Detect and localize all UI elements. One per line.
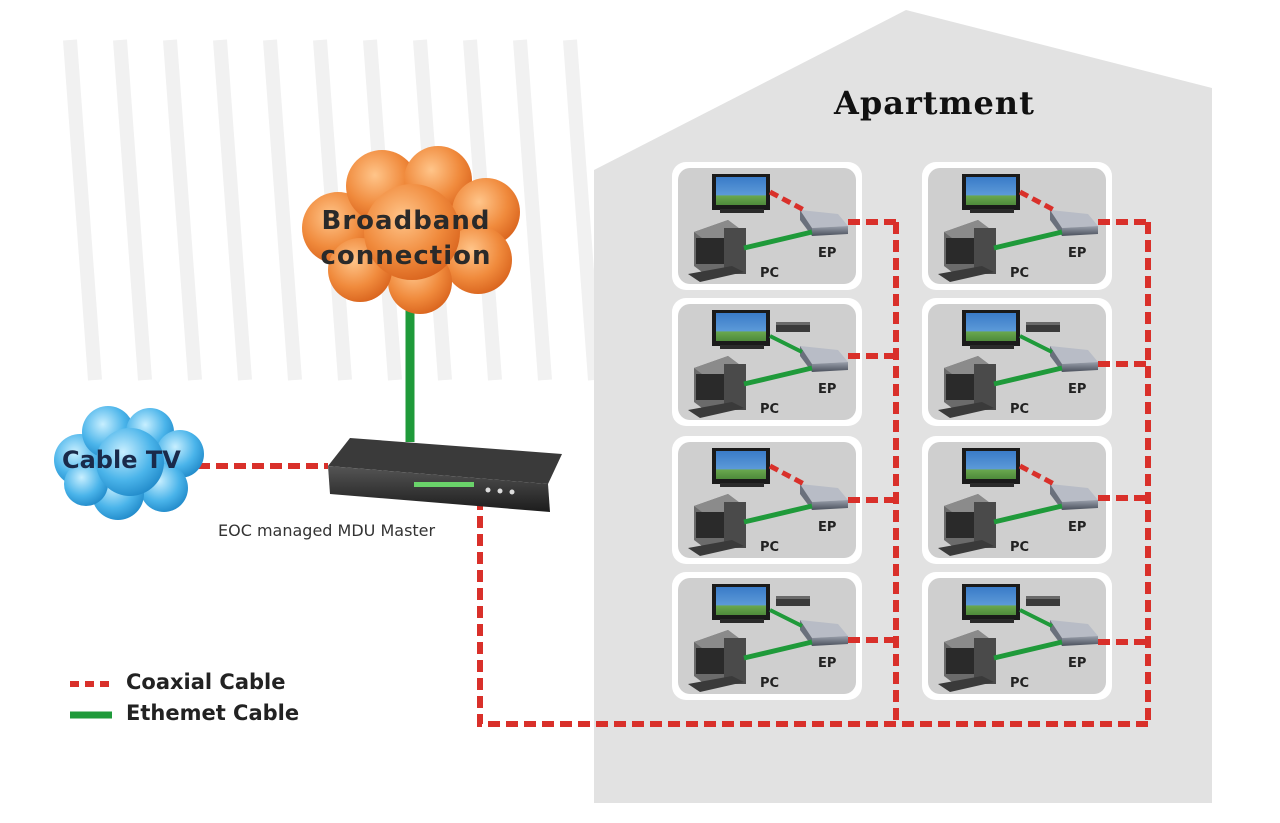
broadband-cloud-icon xyxy=(302,146,520,314)
pc-label: PC xyxy=(760,540,780,555)
legend-coax-label: Coaxial Cable xyxy=(126,670,286,694)
pc-label: PC xyxy=(760,402,780,417)
legend-ethernet-label: Ethemet Cable xyxy=(126,701,300,725)
cable-tv-cloud-icon xyxy=(54,406,204,520)
cable-tv-label: Cable TV xyxy=(62,446,181,474)
pc-label: PC xyxy=(760,266,780,281)
mdu-master-label: EOC managed MDU Master xyxy=(218,521,436,540)
pc-label: PC xyxy=(1010,266,1030,281)
ep-label: EP xyxy=(1068,520,1087,535)
ep-label: EP xyxy=(818,246,837,261)
ep-label: EP xyxy=(818,520,837,535)
ep-label: EP xyxy=(1068,382,1087,397)
pc-label: PC xyxy=(1010,402,1030,417)
broadband-label-line2: connection xyxy=(320,241,492,271)
coaxial-cable-network xyxy=(198,219,1151,727)
mdu-master-device-icon xyxy=(328,438,562,512)
ep-label: EP xyxy=(818,656,837,671)
ep-label: EP xyxy=(818,382,837,397)
broadband-label-line1: Broadband xyxy=(321,206,491,236)
pc-label: PC xyxy=(760,676,780,691)
legend xyxy=(70,681,112,719)
ep-label: EP xyxy=(1068,656,1087,671)
pc-label: PC xyxy=(1010,676,1030,691)
ep-label: EP xyxy=(1068,246,1087,261)
pc-label: PC xyxy=(1010,540,1030,555)
apartment-title: Apartment xyxy=(834,84,1035,122)
